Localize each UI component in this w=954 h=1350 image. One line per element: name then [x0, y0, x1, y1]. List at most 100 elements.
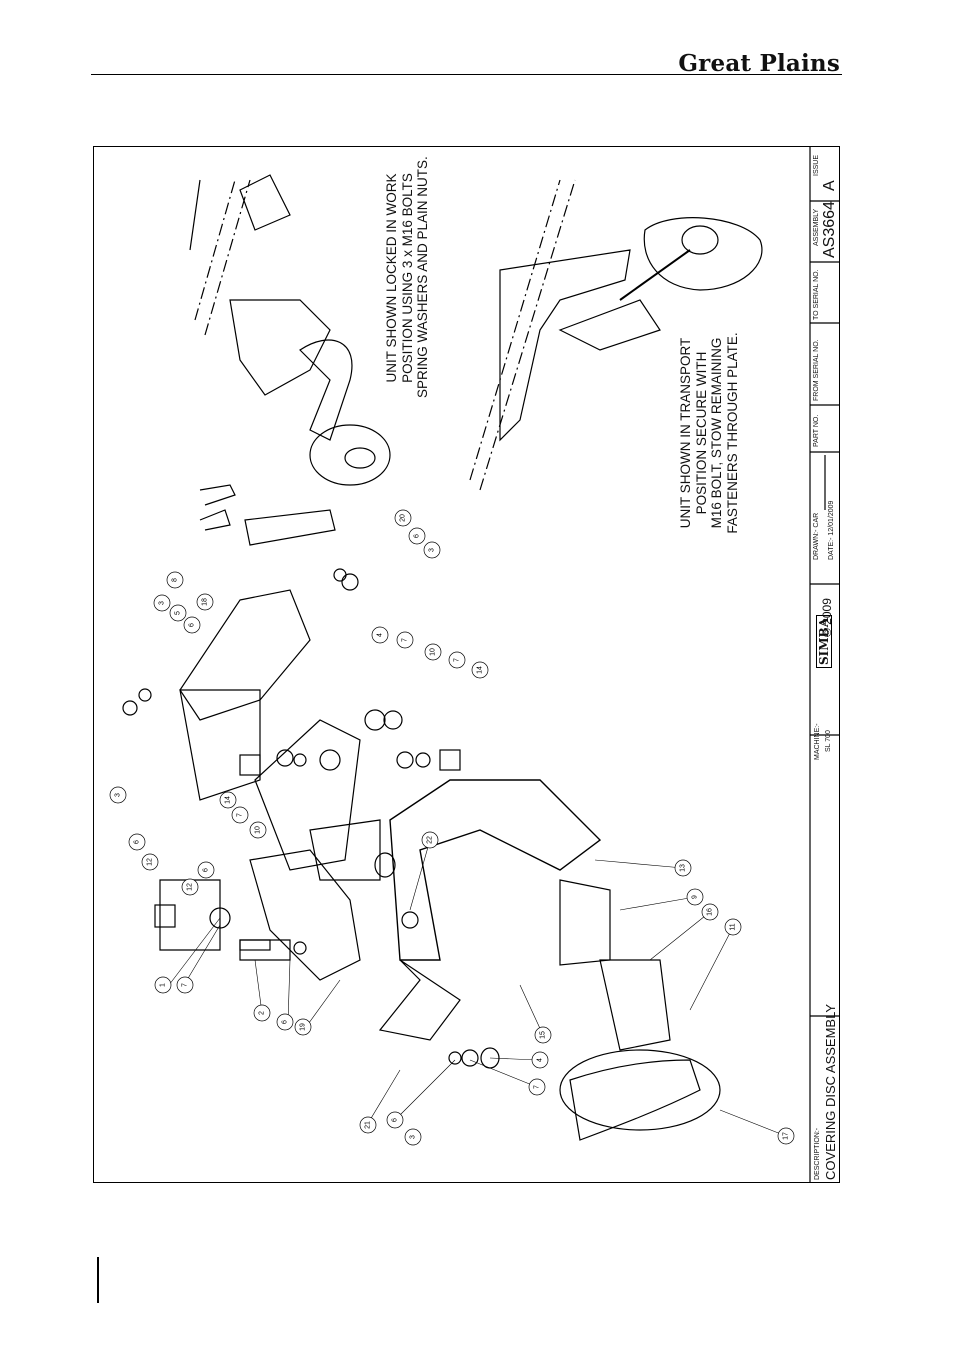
svg-text:21: 21: [365, 1121, 372, 1129]
callout: 15: [534, 1026, 552, 1044]
callout: 21: [359, 1116, 377, 1134]
svg-text:18: 18: [202, 598, 209, 606]
callout: 11: [724, 918, 742, 936]
header-rule: [91, 74, 842, 75]
svg-text:10: 10: [255, 826, 262, 834]
callout: 14: [219, 791, 237, 809]
callout: 6: [128, 833, 146, 851]
svg-text:3: 3: [115, 793, 122, 797]
assembly-label: ASSEMBLY: [813, 208, 820, 246]
callout: 4: [531, 1051, 549, 1069]
note-transport-position: UNIT SHOWN IN TRANSPORT POSITION SECURE …: [678, 328, 740, 538]
svg-text:7: 7: [402, 638, 409, 642]
note-line: FASTENERS THROUGH PLATE.: [724, 332, 740, 534]
callout: 2: [253, 1004, 271, 1022]
callout: 8: [166, 571, 184, 589]
callout: 10: [424, 643, 442, 661]
svg-text:6: 6: [414, 534, 421, 538]
svg-text:15: 15: [540, 1031, 547, 1039]
from-serial-label: FROM SERIAL NO.: [813, 339, 820, 401]
svg-text:16: 16: [707, 908, 714, 916]
callout: 5: [169, 604, 187, 622]
svg-text:4: 4: [537, 1058, 544, 1062]
callout: 7: [528, 1078, 546, 1096]
svg-text:5: 5: [175, 611, 182, 615]
callout: 1: [154, 976, 172, 994]
callout: 7: [396, 631, 414, 649]
svg-text:14: 14: [477, 666, 484, 674]
callout: 18: [196, 593, 214, 611]
callout: 9: [686, 888, 704, 906]
callout: 20: [394, 509, 412, 527]
svg-text:6: 6: [392, 1118, 399, 1122]
svg-text:3: 3: [429, 548, 436, 552]
callout: 12: [141, 853, 159, 871]
drawing-date: DATE:- 12/01/2009: [828, 500, 835, 560]
callout: 6: [183, 616, 201, 634]
callout: 17: [777, 1127, 795, 1145]
issue-label: ISSUE: [813, 154, 820, 176]
svg-text:10: 10: [430, 648, 437, 656]
note-work-position: UNIT SHOWN LOCKED IN WORK POSITION USING…: [384, 156, 431, 398]
drawing-frame: [93, 146, 840, 1183]
description: COVERING DISC ASSEMBLY: [823, 1003, 838, 1180]
callout: 7: [448, 651, 466, 669]
svg-text:3: 3: [410, 1135, 417, 1139]
callout: 6: [408, 527, 426, 545]
svg-text:7: 7: [454, 658, 461, 662]
note-line: UNIT SHOWN IN TRANSPORT: [678, 337, 693, 529]
callout: 7: [176, 976, 194, 994]
note-line: M16 BOLT, STOW REMAINING: [709, 337, 724, 529]
svg-text:19: 19: [300, 1023, 307, 1031]
callout: 3: [109, 786, 127, 804]
svg-text:12: 12: [147, 858, 154, 866]
part-callouts: 1 7 2 6 19 21 6 3 7 4 15 17 11 16 9 13 2…: [109, 509, 795, 1146]
machine: SL 700: [825, 730, 832, 752]
svg-text:13: 13: [680, 864, 687, 872]
callout: 6: [386, 1111, 404, 1129]
callout: 14: [471, 661, 489, 679]
callout: 22: [421, 831, 439, 849]
machine-label: MACHINE:-: [814, 723, 821, 760]
description-label: DESCRIPTION:-: [814, 1127, 821, 1180]
svg-text:3: 3: [159, 601, 166, 605]
to-serial-label: TO SERIAL NO.: [813, 269, 820, 320]
svg-text:6: 6: [134, 840, 141, 844]
svg-text:1: 1: [160, 983, 167, 987]
callout: 12: [181, 878, 199, 896]
note-line: POSITION SECURE WITH: [693, 351, 709, 515]
svg-text:6: 6: [189, 623, 196, 627]
callout: 6: [276, 1013, 294, 1031]
svg-text:12: 12: [187, 883, 194, 891]
svg-text:2: 2: [259, 1011, 266, 1015]
svg-text:7: 7: [182, 983, 189, 987]
svg-text:22: 22: [427, 836, 434, 844]
callout: 7: [231, 806, 249, 824]
svg-text:6: 6: [203, 868, 210, 872]
copyright: © 2009: [820, 598, 834, 637]
svg-text:20: 20: [400, 514, 407, 522]
svg-text:9: 9: [692, 895, 699, 899]
note-line: UNIT SHOWN LOCKED IN WORK: [384, 173, 399, 383]
svg-text:8: 8: [172, 578, 179, 582]
callout: 19: [294, 1018, 312, 1036]
svg-text:17: 17: [783, 1132, 790, 1140]
svg-text:7: 7: [237, 813, 244, 817]
callout: 3: [423, 541, 441, 559]
callout: 3: [153, 594, 171, 612]
drawn-by: DRAWN:- CAR: [813, 512, 820, 560]
margin-bar: [97, 1257, 99, 1303]
svg-text:4: 4: [377, 633, 384, 637]
callout: 13: [674, 859, 692, 877]
svg-text:11: 11: [730, 923, 737, 930]
svg-text:6: 6: [282, 1020, 289, 1024]
note-line: SPRING WASHERS AND PLAIN NUTS.: [415, 156, 430, 398]
svg-text:7: 7: [534, 1085, 541, 1089]
issue: A: [821, 180, 838, 191]
callout: 16: [701, 903, 719, 921]
svg-text:14: 14: [225, 796, 232, 804]
note-line: POSITION USING 3 x M16 BOLTS: [399, 173, 415, 383]
callout: 10: [249, 821, 267, 839]
brand-logo: Great Plains: [678, 50, 840, 77]
